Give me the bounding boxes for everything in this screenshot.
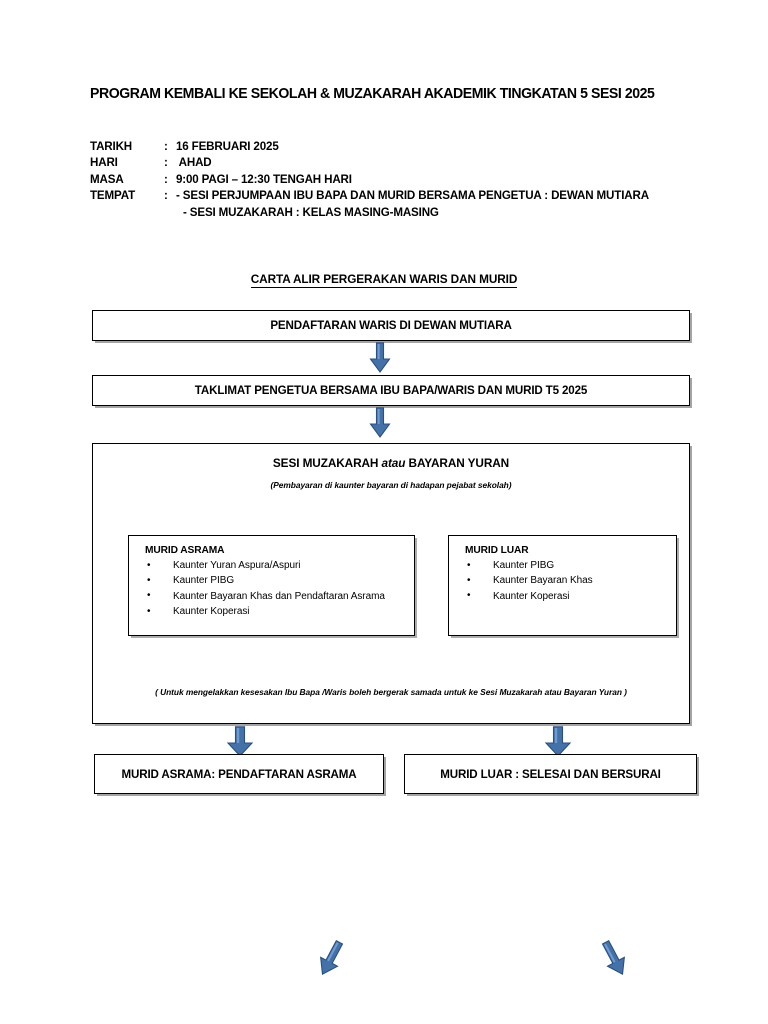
flow-box-taklimat-pengetua-label: TAKLIMAT PENGETUA BERSAMA IBU BAPA/WARIS… [194, 384, 588, 397]
detail-row-tarikh: TARIKH:16 FEBRUARI 2025 [90, 139, 649, 155]
detail-row-tempat-continued: - SESI MUZAKARAH : KELAS MASING-MASING [90, 205, 649, 221]
flow-box-murid-asrama-pendaftaran-label: MURID ASRAMA: PENDAFTARAN ASRAMA [121, 767, 357, 781]
detail-value-tempat: - SESI PERJUMPAAN IBU BAPA DAN MURID BER… [176, 189, 649, 203]
detail-value-tempat-continued: - SESI MUZAKARAH : KELAS MASING-MASING [183, 205, 439, 219]
session-footnote: ( Untuk mengelakkan kesesakan Ibu Bapa /… [155, 687, 627, 697]
session-heading-part2: BAYARAN YURAN [405, 456, 510, 470]
detail-row-hari: HARI: AHAD [90, 155, 649, 171]
session-note: (Pembayaran di kaunter bayaran di hadapa… [270, 480, 512, 490]
session-heading-italic: atau [381, 456, 406, 470]
group-list-murid-asrama: Kaunter Yuran Aspura/Aspuri Kaunter PIBG… [145, 557, 414, 620]
list-item: Kaunter PIBG [465, 557, 676, 573]
down-arrow-icon [543, 726, 573, 757]
diagonal-down-left-arrow-icon [308, 938, 352, 982]
session-heading: SESI MUZAKARAH atau BAYARAN YURAN [93, 456, 689, 470]
detail-label-tarikh: TARIKH [90, 140, 133, 153]
flow-box-murid-asrama-pendaftaran: MURID ASRAMA: PENDAFTARAN ASRAMA [94, 754, 384, 794]
flow-box-pendaftaran-waris: PENDAFTARAN WARIS DI DEWAN MUTIARA [92, 310, 690, 341]
flowchart-title-text: CARTA ALIR PERGERAKAN WARIS DAN MURID [250, 272, 518, 288]
detail-label-hari: HARI [90, 156, 118, 170]
session-heading-part1: SESI MUZAKARAH [272, 456, 382, 470]
flowchart-title: CARTA ALIR PERGERAKAN WARIS DAN MURID [0, 272, 768, 288]
detail-row-masa: MASA:9:00 PAGI – 12:30 TENGAH HARI [90, 172, 649, 188]
detail-value-tarikh: 16 FEBRUARI 2025 [176, 140, 279, 153]
detail-value-hari: AHAD [176, 156, 212, 170]
diagonal-down-right-arrow-icon [593, 938, 637, 982]
detail-separator-tarikh: : [164, 140, 168, 153]
down-arrow-icon [369, 407, 391, 438]
list-item: Kaunter Bayaran Khas [465, 573, 676, 589]
group-box-murid-asrama: MURID ASRAMA Kaunter Yuran Aspura/Aspuri… [128, 535, 415, 636]
list-item: Kaunter Koperasi [145, 604, 414, 620]
flow-box-sesi-muzakarah: SESI MUZAKARAH atau BAYARAN YURAN (Pemba… [92, 443, 690, 975]
list-item: Kaunter Bayaran Khas dan Pendaftaran Asr… [145, 588, 414, 604]
detail-value-masa: 9:00 PAGI – 12:30 TENGAH HARI [176, 172, 352, 186]
detail-label-tempat: TEMPAT [90, 189, 136, 203]
group-heading-murid-luar: MURID LUAR [465, 545, 529, 556]
group-heading-murid-asrama: MURID ASRAMA [145, 545, 225, 556]
list-item: Kaunter PIBG [145, 573, 414, 589]
detail-row-tempat: TEMPAT: - SESI PERJUMPAAN IBU BAPA DAN MU… [90, 188, 649, 204]
detail-label-masa: MASA [90, 172, 124, 186]
flow-box-taklimat-pengetua: TAKLIMAT PENGETUA BERSAMA IBU BAPA/WARIS… [92, 375, 690, 406]
list-item: Kaunter Yuran Aspura/Aspuri [145, 557, 414, 573]
down-arrow-icon [369, 342, 391, 373]
flow-box-pendaftaran-waris-label: PENDAFTARAN WARIS DI DEWAN MUTIARA [270, 319, 512, 332]
group-box-murid-luar: MURID LUAR Kaunter PIBG Kaunter Bayaran … [448, 535, 677, 636]
detail-separator-masa: : [164, 172, 168, 186]
detail-separator-hari: : [164, 156, 168, 170]
flow-box-murid-luar-selesai-label: MURID LUAR : SELESAI DAN BERSURAI [440, 767, 661, 781]
page-title: PROGRAM KEMBALI KE SEKOLAH & MUZAKARAH A… [90, 86, 655, 102]
list-item: Kaunter Koperasi [465, 588, 676, 604]
event-details: TARIKH:16 FEBRUARI 2025 HARI: AHAD MASA:… [90, 139, 649, 221]
group-list-murid-luar: Kaunter PIBG Kaunter Bayaran Khas Kaunte… [465, 557, 676, 604]
down-arrow-icon [225, 726, 255, 757]
detail-separator-tempat: : [164, 189, 168, 203]
flow-box-murid-luar-selesai: MURID LUAR : SELESAI DAN BERSURAI [404, 754, 697, 794]
